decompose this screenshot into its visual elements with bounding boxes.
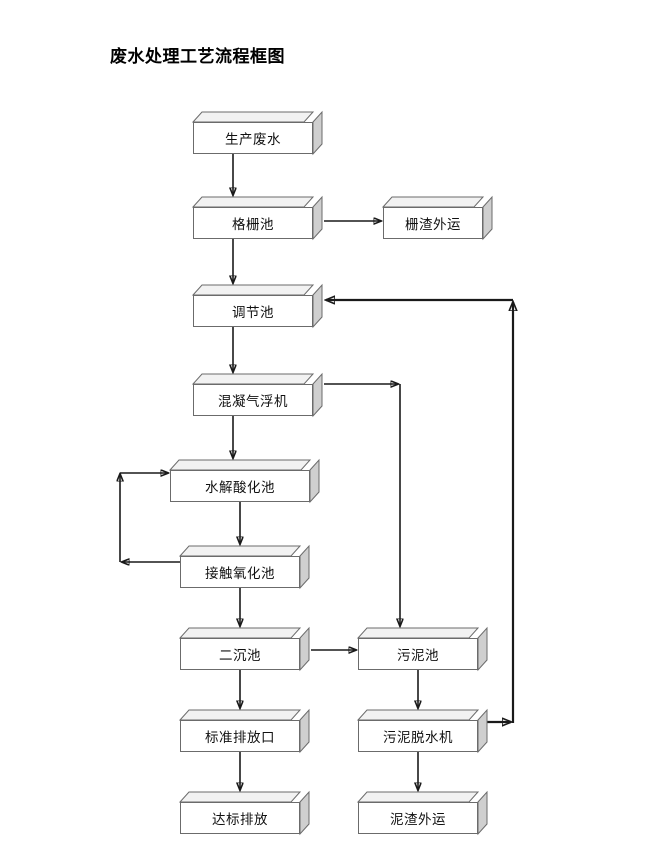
box-top-face <box>193 112 313 122</box>
node-label: 生产废水 <box>225 132 281 148</box>
box-front-face: 污泥池 <box>358 638 478 670</box>
box-front-face: 生产废水 <box>193 122 313 154</box>
box-side-face <box>300 628 310 670</box>
node-sludge-residue-offsite[interactable]: 泥渣外运 <box>358 792 478 834</box>
node-label: 调节池 <box>232 305 274 321</box>
box-top-face <box>193 374 313 384</box>
node-compliant-discharge[interactable]: 达标排放 <box>180 792 300 834</box>
box-top-face <box>383 197 483 207</box>
node-hydrolysis-acidification-tank[interactable]: 水解酸化池 <box>170 460 310 502</box>
node-coagulation-flotation-machine[interactable]: 混凝气浮机 <box>193 374 313 416</box>
box-top-face <box>358 710 478 720</box>
node-label: 污泥池 <box>397 648 439 664</box>
box-side-face <box>478 710 488 752</box>
box-front-face: 泥渣外运 <box>358 802 478 834</box>
node-label: 格栅池 <box>232 217 274 233</box>
box-side-face <box>313 374 323 416</box>
box-side-face <box>313 197 323 239</box>
node-grit-tank[interactable]: 格栅池 <box>193 197 313 239</box>
box-front-face: 二沉池 <box>180 638 300 670</box>
node-label: 混凝气浮机 <box>218 394 288 410</box>
box-top-face <box>193 197 313 207</box>
node-equalization-tank[interactable]: 调节池 <box>193 285 313 327</box>
box-side-face <box>483 197 493 239</box>
node-label: 水解酸化池 <box>205 480 275 496</box>
node-label: 达标排放 <box>212 812 268 828</box>
box-top-face <box>180 546 300 556</box>
node-label: 栅渣外运 <box>405 217 461 233</box>
node-sludge-tank[interactable]: 污泥池 <box>358 628 478 670</box>
box-front-face: 格栅池 <box>193 207 313 239</box>
node-raw-wastewater[interactable]: 生产废水 <box>193 112 313 154</box>
box-front-face: 混凝气浮机 <box>193 384 313 416</box>
node-screen-residue-offsite[interactable]: 栅渣外运 <box>383 197 483 239</box>
box-top-face <box>193 285 313 295</box>
box-top-face <box>358 792 478 802</box>
box-side-face <box>300 546 310 588</box>
box-front-face: 栅渣外运 <box>383 207 483 239</box>
box-side-face <box>313 285 323 327</box>
box-top-face <box>358 628 478 638</box>
box-front-face: 达标排放 <box>180 802 300 834</box>
node-label: 标准排放口 <box>205 730 275 746</box>
node-label: 接触氧化池 <box>205 566 275 582</box>
box-side-face <box>478 628 488 670</box>
box-side-face <box>300 792 310 834</box>
box-side-face <box>300 710 310 752</box>
box-front-face: 水解酸化池 <box>170 470 310 502</box>
node-standard-discharge-outlet[interactable]: 标准排放口 <box>180 710 300 752</box>
node-secondary-sedimentation-tank[interactable]: 二沉池 <box>180 628 300 670</box>
node-contact-oxidation-tank[interactable]: 接触氧化池 <box>180 546 300 588</box>
box-side-face <box>313 112 323 154</box>
box-front-face: 接触氧化池 <box>180 556 300 588</box>
box-top-face <box>170 460 310 470</box>
box-front-face: 污泥脱水机 <box>358 720 478 752</box>
box-side-face <box>478 792 488 834</box>
box-front-face: 调节池 <box>193 295 313 327</box>
box-side-face <box>310 460 320 502</box>
node-label: 二沉池 <box>219 648 261 664</box>
node-sludge-dewatering-machine[interactable]: 污泥脱水机 <box>358 710 478 752</box>
node-label: 泥渣外运 <box>390 812 446 828</box>
node-label: 污泥脱水机 <box>383 730 453 746</box>
box-top-face <box>180 628 300 638</box>
page-title: 废水处理工艺流程框图 <box>110 47 285 67</box>
box-front-face: 标准排放口 <box>180 720 300 752</box>
box-top-face <box>180 792 300 802</box>
box-top-face <box>180 710 300 720</box>
